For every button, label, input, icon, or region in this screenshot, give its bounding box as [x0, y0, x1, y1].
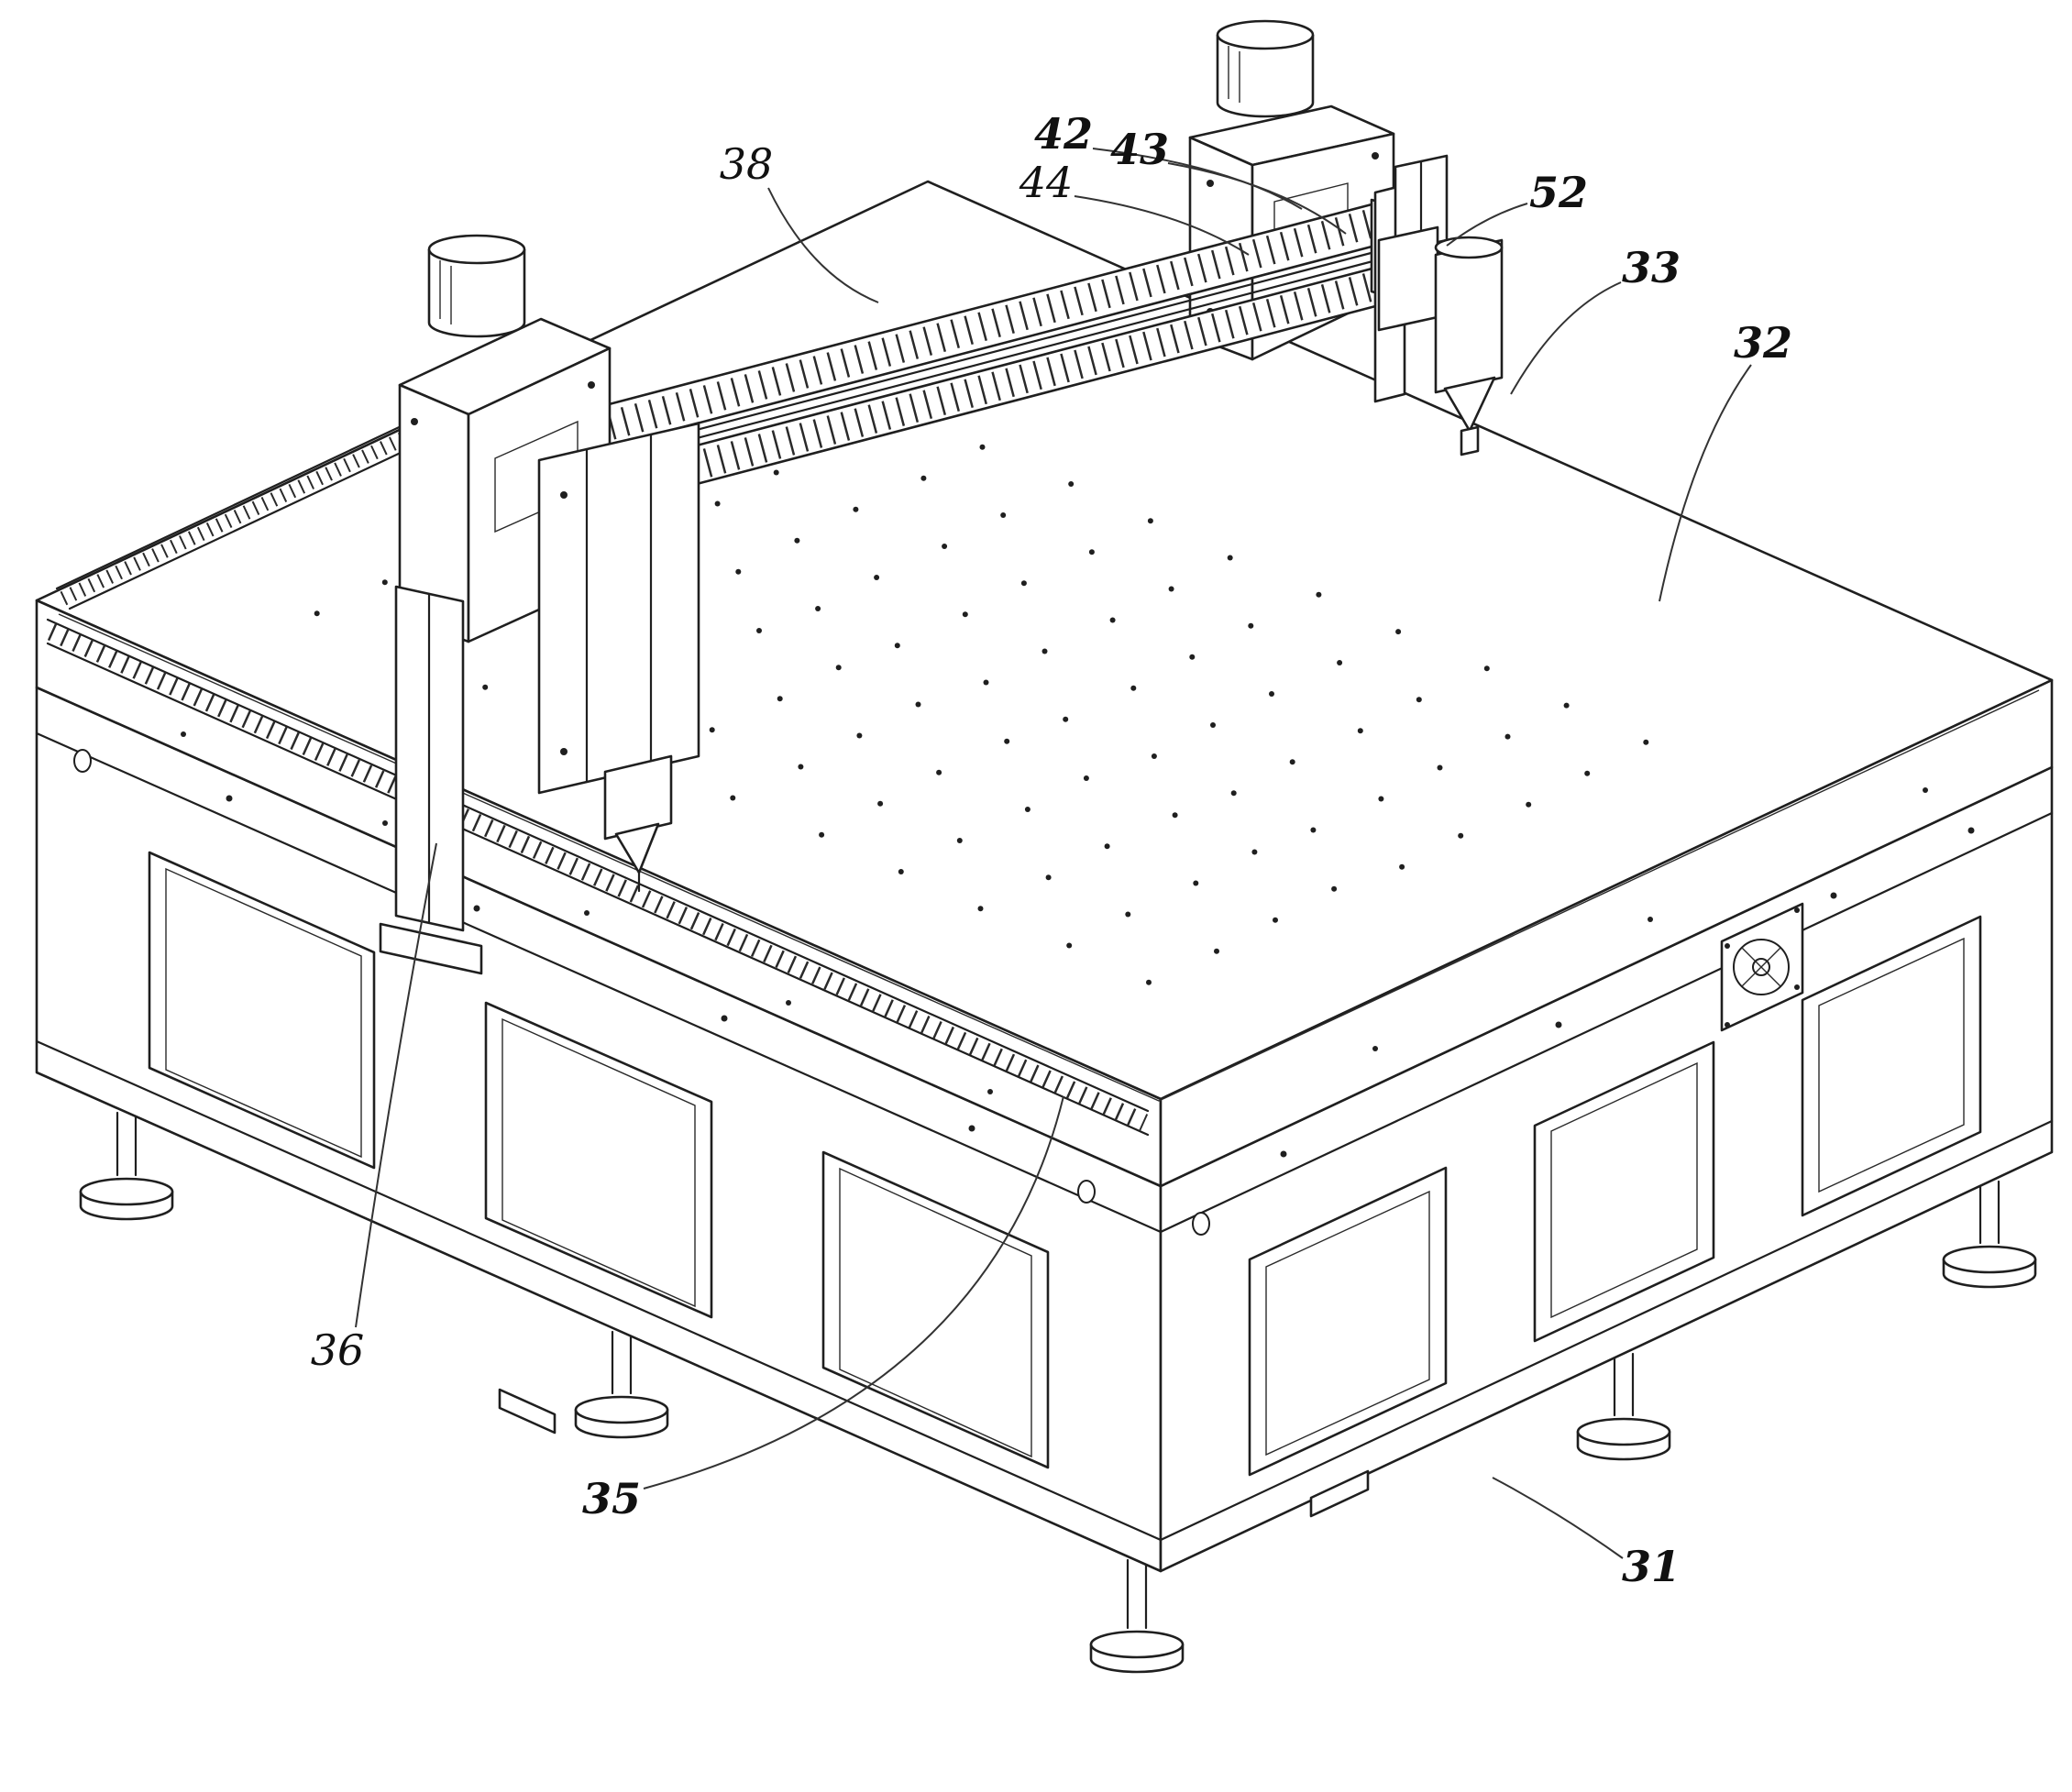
right-spindle-cone: [1443, 376, 1496, 433]
leader-line-32: [1659, 364, 1752, 602]
right-head-bracket: [1377, 225, 1439, 332]
y-axis-rail-back: [55, 421, 422, 610]
leader-line-44: [1074, 195, 1250, 256]
frame-opening: [1248, 1166, 1448, 1477]
leveling-foot: [79, 1111, 174, 1221]
left-cutting-head: [537, 422, 700, 893]
ref-number-35: 35: [582, 1474, 641, 1523]
ref-number-32: 32: [1734, 318, 1792, 368]
ref-number-36: 36: [311, 1325, 365, 1375]
right-motor-cylinder: [1216, 19, 1315, 118]
ref-label-35: 35: [582, 1095, 1064, 1523]
leader-line-33: [1510, 281, 1622, 395]
frame-opening: [1533, 1040, 1715, 1343]
ref-label-32: 32: [1659, 318, 1792, 602]
leveling-foot: [1089, 1558, 1185, 1674]
bracket-foot: [379, 922, 483, 975]
left-motor-cylinder: [427, 234, 526, 338]
right-cutting-head: [1373, 154, 1504, 456]
ref-label-33: 33: [1510, 243, 1681, 395]
frame-opening: [821, 1150, 1050, 1469]
left-spindle-cone: [614, 822, 660, 874]
leader-line-42: [1092, 148, 1303, 210]
right-spindle-tip: [1460, 425, 1480, 456]
leader-line-36: [355, 842, 437, 1328]
fan-unit: [1720, 902, 1804, 1032]
left-z-carriage: [537, 422, 700, 795]
frame-opening: [484, 1001, 713, 1319]
ref-label-43: 43: [1110, 125, 1347, 235]
leader-line-52: [1446, 203, 1528, 247]
mounting-tab: [1309, 1469, 1370, 1518]
ref-label-42: 42: [1034, 109, 1303, 210]
ref-number-38: 38: [720, 139, 774, 189]
ref-number-43: 43: [1110, 125, 1169, 174]
frame-opening: [1801, 915, 1982, 1217]
ref-label-52: 52: [1446, 168, 1588, 247]
table-right-edge: [1159, 678, 2054, 1188]
ref-label-38: 38: [720, 139, 879, 303]
ref-label-36: 36: [311, 842, 437, 1375]
leader-line-35: [643, 1095, 1064, 1490]
reference-labels: 38 42 43 44 52 33 32 36 35 31: [311, 109, 1792, 1591]
ref-number-44: 44: [1019, 158, 1074, 207]
leader-line-43: [1167, 162, 1347, 235]
y-axis-rail-front: [46, 618, 1150, 1137]
mounting-tab: [498, 1388, 557, 1435]
left-side-bracket: [379, 585, 483, 975]
leader-line-31: [1492, 1477, 1624, 1559]
ref-label-31: 31: [1492, 1477, 1681, 1591]
base-frame: [35, 686, 2054, 1573]
ref-number-33: 33: [1622, 243, 1681, 292]
ref-number-31: 31: [1622, 1542, 1681, 1591]
left-spindle-body: [603, 754, 673, 841]
frame-opening: [148, 851, 376, 1170]
leader-line-38: [767, 187, 879, 303]
leveling-foot: [574, 1330, 669, 1439]
ref-number-52: 52: [1529, 168, 1588, 217]
ref-label-44: 44: [1019, 158, 1250, 256]
leveling-feet: [79, 1111, 2037, 1674]
leveling-foot: [1942, 1180, 2037, 1289]
ref-number-42: 42: [1034, 109, 1093, 159]
right-spindle-body: [1434, 238, 1504, 394]
leveling-foot: [1576, 1352, 1671, 1461]
